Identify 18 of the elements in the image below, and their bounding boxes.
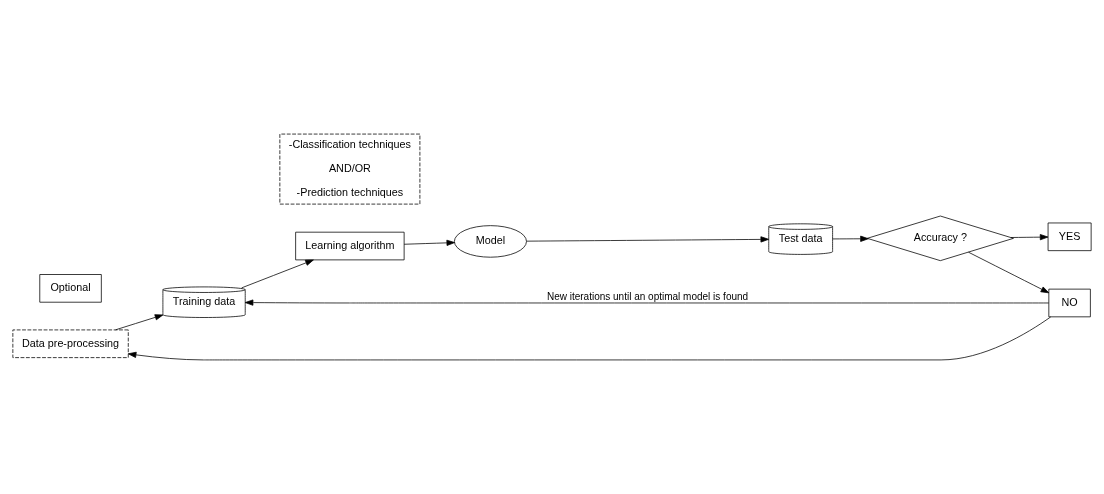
node-diamond: Accuracy ? (866, 215, 1014, 262)
arrow (127, 316, 1052, 361)
node-box: Learning algorithm (295, 231, 405, 261)
node-box: -Classification techniques AND/OR -Prediction techniques (279, 133, 421, 205)
arrow (403, 239, 455, 246)
node-box: Optional (39, 274, 102, 303)
arrow (968, 251, 1050, 294)
node-box: YES (1047, 222, 1092, 252)
node-box: NO (1048, 288, 1091, 318)
arrow (832, 235, 869, 242)
arrow (526, 236, 769, 243)
node-ellipse: Model (454, 225, 527, 258)
arrow (244, 299, 1050, 306)
node-box: Data pre-processing (12, 329, 129, 358)
edge-label: New iterations until an optimal model is found (546, 291, 749, 303)
arrow (241, 259, 314, 289)
arrow (115, 314, 164, 331)
arrow (1010, 234, 1049, 241)
